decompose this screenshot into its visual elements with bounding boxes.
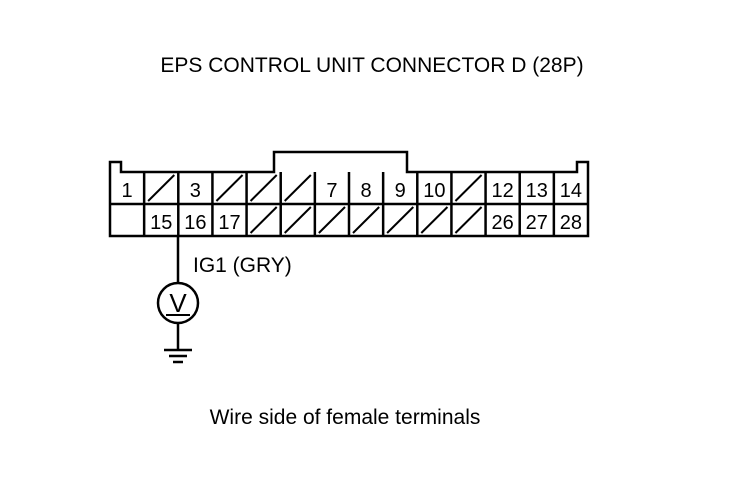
- empty-cavity-slash: [249, 174, 278, 202]
- terminal-7: 7: [326, 180, 337, 202]
- empty-cavity-slash: [454, 174, 483, 202]
- empty-cavity-slash: [215, 174, 244, 202]
- terminal-27: 27: [526, 212, 548, 234]
- connector-outline: [108, 150, 590, 238]
- terminal-26: 26: [492, 212, 514, 234]
- wire-label: IG1 (GRY): [193, 254, 292, 277]
- terminal-28: 28: [560, 212, 582, 234]
- empty-cavity-slash: [249, 206, 278, 234]
- probe-wiring: [156, 236, 200, 364]
- empty-cavity-slash: [284, 174, 312, 202]
- empty-cavity-slash: [352, 206, 380, 234]
- empty-cavity-slash: [454, 206, 483, 234]
- terminal-17: 17: [218, 212, 240, 234]
- terminal-8: 8: [361, 180, 372, 202]
- terminal-15: 15: [150, 212, 172, 234]
- empty-cavity-slash: [284, 206, 312, 234]
- empty-cavity-slash: [318, 206, 346, 234]
- terminal-16: 16: [184, 212, 206, 234]
- terminal-14: 14: [560, 180, 582, 202]
- voltmeter-symbol: V: [169, 288, 187, 318]
- empty-cavity-slash: [386, 206, 414, 234]
- terminal-3: 3: [190, 180, 201, 202]
- footer-caption: Wire side of female terminals: [210, 406, 481, 429]
- empty-cavity-slash: [147, 174, 175, 202]
- terminal-1: 1: [122, 180, 133, 202]
- terminal-10: 10: [423, 180, 445, 202]
- diagram-title: EPS CONTROL UNIT CONNECTOR D (28P): [160, 54, 583, 77]
- terminal-9: 9: [395, 180, 406, 202]
- terminal-12: 12: [492, 180, 514, 202]
- empty-cavity-slash: [420, 206, 449, 234]
- terminal-13: 13: [526, 180, 548, 202]
